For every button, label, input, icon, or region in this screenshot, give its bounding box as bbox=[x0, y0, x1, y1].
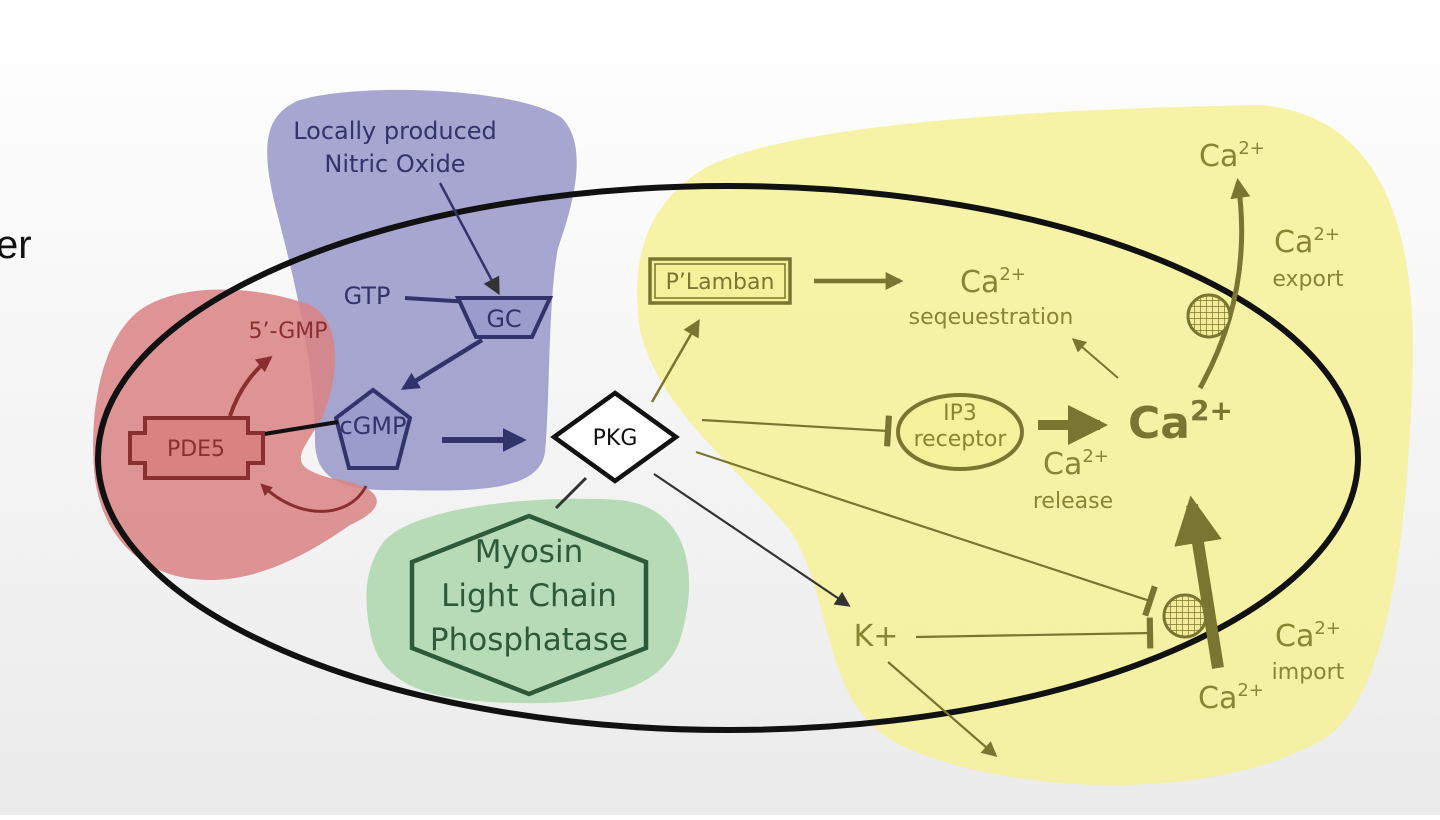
plamban-box bbox=[648, 257, 792, 305]
export-label: export bbox=[1272, 267, 1344, 292]
ca-exported-sup: 2+ bbox=[1238, 138, 1265, 159]
pkg-to-k-arrow bbox=[653, 473, 851, 607]
k-plus-label: K+ bbox=[854, 619, 899, 654]
pde5-to-5gmp-arrow bbox=[228, 356, 273, 417]
ca-export-sup: 2+ bbox=[1313, 224, 1340, 245]
5-gmp-label: 5’-GMP bbox=[248, 319, 327, 344]
central-ca-label: Ca2+ bbox=[1128, 394, 1233, 449]
pde5-cgmp-link bbox=[257, 420, 339, 437]
nitric-oxide-label-line2: Nitric Oxide bbox=[324, 150, 465, 178]
ca-imported-base: Ca bbox=[1198, 681, 1237, 716]
mlcp-label-line1: Myosin bbox=[475, 534, 583, 570]
ip3-label-line1: IP3 bbox=[943, 401, 977, 426]
ca-exported-label: Ca2+ bbox=[1199, 138, 1265, 174]
cgmp-to-pde5-curve bbox=[260, 483, 368, 513]
ca-release-label: Ca2+ bbox=[1043, 446, 1109, 482]
ca-imported-label: Ca2+ bbox=[1198, 680, 1264, 716]
plamban-label: P’Lamban bbox=[666, 270, 775, 295]
gc-label: GC bbox=[486, 305, 521, 333]
plamban-box-inner bbox=[654, 263, 786, 299]
calcium-region bbox=[637, 105, 1413, 786]
ca-imported-sup: 2+ bbox=[1237, 680, 1264, 701]
mlcp-label-line2: Light Chain bbox=[441, 578, 617, 614]
ca-release-sup: 2+ bbox=[1082, 446, 1109, 467]
gtp-label: GTP bbox=[344, 282, 391, 310]
nitric-oxide-region bbox=[267, 89, 577, 491]
ca-export-label: Ca2+ bbox=[1274, 224, 1340, 260]
pkg-to-mlcp-line bbox=[554, 476, 588, 510]
cgmp-pentagon bbox=[333, 387, 413, 470]
ip3-label-line2: receptor bbox=[914, 427, 1008, 452]
import-channel bbox=[1162, 593, 1208, 639]
ca-seq-sup: 2+ bbox=[999, 264, 1026, 285]
mlcp-label-line3: Phosphatase bbox=[430, 622, 628, 658]
pde5-label: PDE5 bbox=[167, 437, 225, 462]
pkg-label: PKG bbox=[593, 426, 638, 451]
export-channel bbox=[1186, 293, 1232, 339]
import-label: import bbox=[1272, 660, 1345, 685]
ca-sequestration-label: Ca2+ bbox=[960, 264, 1026, 300]
ca-exported-base: Ca bbox=[1199, 139, 1238, 174]
ca-import-arrow bbox=[1174, 495, 1224, 669]
pkg-inhibits-import bbox=[695, 450, 1158, 617]
central-ca-base: Ca bbox=[1128, 398, 1190, 449]
ca-export-arrow bbox=[1197, 178, 1251, 390]
pde5-shape bbox=[128, 416, 265, 480]
gc-enzyme-shape bbox=[454, 296, 554, 339]
nitric-oxide-label-line1: Locally produced bbox=[293, 117, 497, 145]
seq-to-ca-arrow-up bbox=[1071, 338, 1119, 379]
sequestration-label: seqeuestration bbox=[909, 305, 1074, 330]
ca-seq-base: Ca bbox=[960, 265, 999, 300]
gc-to-cgmp-arrow bbox=[400, 338, 484, 390]
k-inhibits-import bbox=[915, 617, 1154, 649]
no-to-gc-arrow bbox=[438, 182, 500, 296]
pkg-to-plamban-arrow bbox=[650, 318, 700, 403]
ca-release-base: Ca bbox=[1043, 447, 1082, 482]
k-efflux-arrow bbox=[887, 661, 998, 758]
ca-export-base: Ca bbox=[1274, 225, 1313, 260]
ca-import-label: Ca2+ bbox=[1275, 618, 1341, 654]
pkg-inhibits-ip3 bbox=[701, 415, 892, 447]
cell-membrane bbox=[95, 183, 1361, 733]
ip3-receptor-shape bbox=[896, 393, 1024, 471]
mlcp-hexagon bbox=[409, 513, 649, 697]
slide-text-fragment: er bbox=[0, 223, 32, 267]
central-ca-sup: 2+ bbox=[1190, 394, 1233, 427]
cgmp-label: cGMP bbox=[340, 412, 407, 440]
pkg-diamond bbox=[550, 390, 680, 484]
release-label: release bbox=[1033, 489, 1113, 514]
ca-import-sup: 2+ bbox=[1314, 618, 1341, 639]
ca-import-base: Ca bbox=[1275, 619, 1314, 654]
